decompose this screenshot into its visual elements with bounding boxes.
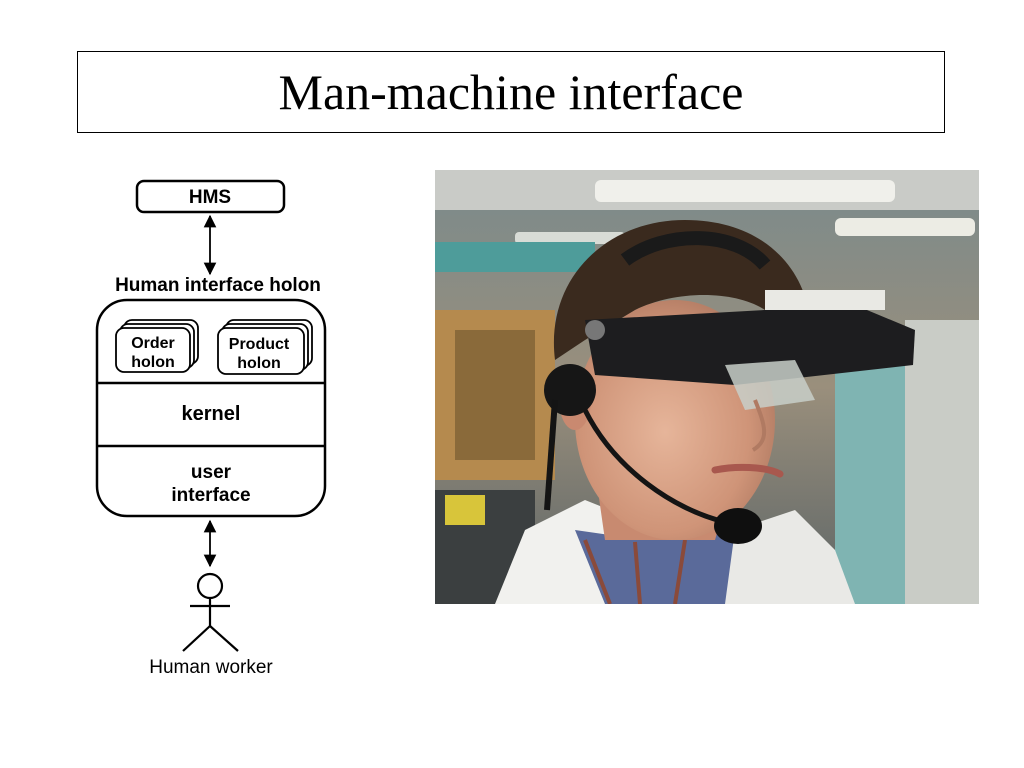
product-holon-stack: Product holon <box>217 319 313 375</box>
order-holon-line1: Order <box>131 335 175 352</box>
order-holon-line2: holon <box>131 354 175 371</box>
order-holon-stack: Order holon <box>115 319 199 373</box>
hms-label: HMS <box>189 187 231 208</box>
product-holon-line1: Product <box>229 336 290 353</box>
user-interface-line1: user <box>191 462 232 483</box>
human-worker-icon <box>182 572 239 652</box>
kernel-label: kernel <box>182 403 241 425</box>
worker-label: Human worker <box>149 657 273 678</box>
headset-photo <box>435 170 979 604</box>
product-holon-line2: holon <box>237 355 281 372</box>
hms-box: HMS <box>135 179 286 214</box>
holon-diagram: HMS Human interface holon Order holon Pr… <box>95 179 327 678</box>
holon-heading: Human interface holon <box>115 275 321 296</box>
slide-title-box: Man-machine interface <box>77 51 945 133</box>
slide-title: Man-machine interface <box>278 64 744 120</box>
user-interface-line2: interface <box>171 485 250 506</box>
